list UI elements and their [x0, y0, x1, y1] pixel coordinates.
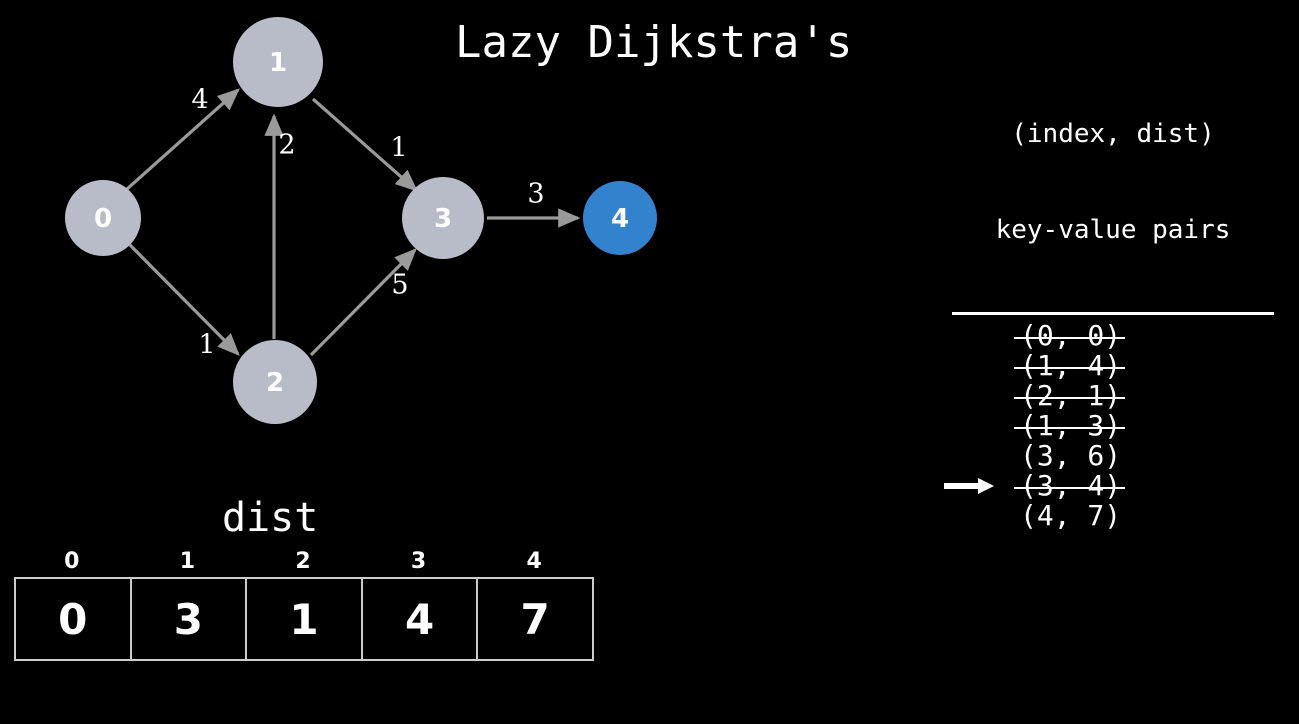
kv-entry-5-text: (3, 4) [1013, 469, 1126, 502]
kv-entry-3-text: (1, 3) [1013, 409, 1126, 442]
kv-entry-3[interactable]: (1, 3) [938, 411, 1288, 441]
kv-entry-1-text: (1, 4) [1013, 349, 1126, 382]
kv-entry-6[interactable]: (4, 7) [938, 501, 1288, 531]
kv-entry-2[interactable]: (2, 1) [938, 381, 1288, 411]
graph-node-2-label: 2 [266, 368, 284, 398]
edge-0-2: 1 [126, 241, 240, 361]
dist-index-1: 1 [179, 549, 196, 574]
graph-node-1-label: 1 [269, 48, 287, 78]
kv-entry-0-text: (0, 0) [1013, 319, 1126, 352]
edge-0-1: 4 [125, 85, 240, 191]
page-title: Lazy Dijkstra's [455, 17, 853, 68]
edge-weight-3-4: 3 [527, 179, 544, 210]
dist-index-3: 3 [410, 549, 427, 574]
graph-node-1[interactable]: 1 [233, 17, 323, 107]
kv-header-line-1: (index, dist) [1011, 119, 1215, 149]
edge-weight-2-1: 2 [278, 130, 295, 161]
edge-3-4: 3 [487, 179, 581, 228]
key-value-pairs-header: (index, dist) key-value pairs [938, 54, 1288, 310]
kv-entry-1[interactable]: (1, 4) [938, 351, 1288, 381]
kv-entry-4[interactable]: (3, 6) [938, 441, 1288, 471]
edge-weight-0-2: 1 [198, 330, 215, 361]
graph-node-4-label: 4 [611, 204, 629, 234]
dist-index-row: 0 1 2 3 4 [14, 549, 614, 575]
edge-1-3: 1 [311, 97, 418, 192]
graph-node-3[interactable]: 3 [402, 177, 484, 259]
dist-cell-1: 3 [131, 579, 248, 659]
dist-array-table: 0 3 1 4 7 [14, 577, 594, 661]
graph-node-3-label: 3 [434, 204, 452, 234]
kv-entry-4-text: (3, 6) [1020, 439, 1122, 472]
graph-node-4[interactable]: 4 [583, 181, 657, 255]
key-value-pairs-panel: (index, dist) key-value pairs (0, 0) (1,… [938, 54, 1288, 531]
edge-weight-1-3: 1 [390, 133, 407, 164]
dist-cell-3: 4 [362, 579, 479, 659]
kv-entry-2-text: (2, 1) [1013, 379, 1126, 412]
dist-array-block: dist 0 1 2 3 4 0 3 1 4 7 [14, 495, 614, 661]
edge-weight-2-3: 5 [391, 270, 408, 301]
edge-weight-0-1: 4 [191, 85, 208, 116]
current-entry-arrow-icon [944, 478, 994, 494]
graph-diagram: 4 1 2 1 5 3 0 1 [65, 17, 657, 424]
edge-2-1: 2 [264, 113, 296, 339]
dist-index-2: 2 [295, 549, 311, 574]
graph-node-0-label: 0 [94, 204, 112, 234]
dist-cell-2: 1 [247, 579, 363, 659]
dist-index-0: 0 [64, 549, 80, 574]
edge-2-3: 5 [309, 248, 417, 357]
kv-header-divider [952, 312, 1274, 315]
dist-cell-0: 0 [16, 579, 132, 659]
graph-node-0[interactable]: 0 [65, 180, 141, 256]
graph-node-2[interactable]: 2 [233, 340, 317, 424]
kv-header-line-2: key-value pairs [995, 215, 1231, 245]
dist-array-title: dist [222, 495, 319, 541]
dist-index-4: 4 [526, 549, 542, 574]
dist-cell-4: 7 [478, 579, 594, 659]
kv-entry-0[interactable]: (0, 0) [938, 321, 1288, 351]
kv-entry-5[interactable]: (3, 4) [938, 471, 1288, 501]
kv-entry-list: (0, 0) (1, 4) (2, 1) [938, 321, 1288, 531]
kv-entry-6-text: (4, 7) [1020, 499, 1122, 532]
